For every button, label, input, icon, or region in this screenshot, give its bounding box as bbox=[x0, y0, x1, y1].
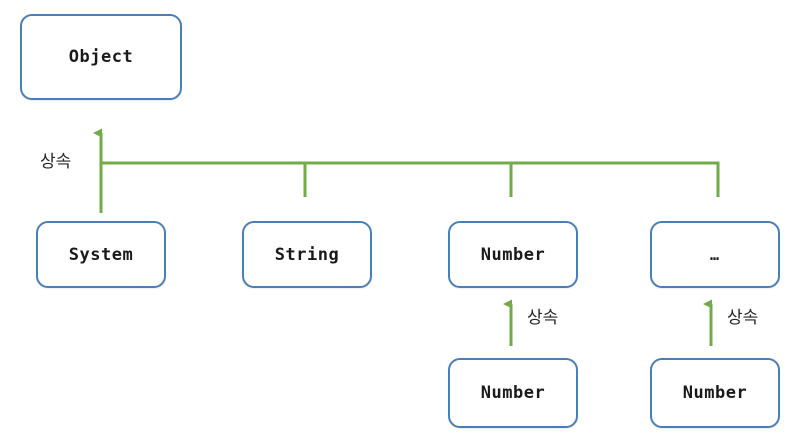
node-number-sub-2-label: Number bbox=[682, 383, 748, 403]
node-number-sub-1-label: Number bbox=[480, 383, 546, 403]
node-ellipsis-label: … bbox=[709, 245, 721, 264]
node-system-label: System bbox=[68, 244, 134, 265]
node-object[interactable]: Object bbox=[20, 14, 182, 100]
node-string[interactable]: String bbox=[242, 221, 372, 288]
node-object-label: Object bbox=[68, 47, 134, 67]
edge-label-inherit-root: 상속 bbox=[40, 152, 72, 172]
node-number-sub-1[interactable]: Number bbox=[448, 358, 578, 428]
node-number[interactable]: Number bbox=[448, 221, 578, 288]
node-number-sub-2[interactable]: Number bbox=[650, 358, 780, 428]
node-number-label: Number bbox=[480, 244, 546, 265]
node-system[interactable]: System bbox=[36, 221, 166, 288]
edge-label-inherit-etc: 상속 bbox=[727, 308, 759, 328]
node-string-label: String bbox=[274, 244, 340, 265]
node-ellipsis[interactable]: … bbox=[650, 221, 780, 288]
edge-label-inherit-number: 상속 bbox=[527, 308, 559, 328]
